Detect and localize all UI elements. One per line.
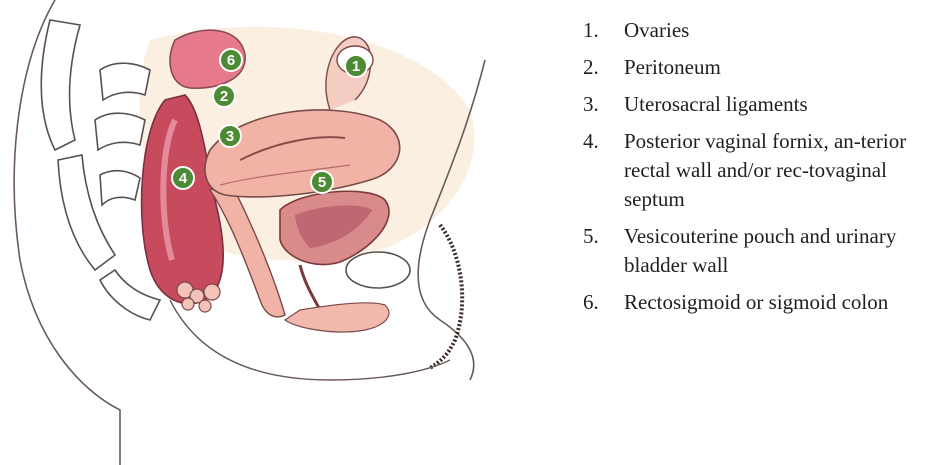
legend-item-label: Ovaries [624, 16, 923, 45]
marker-6-label: 6 [227, 52, 235, 69]
legend-item-number: 6. [583, 288, 624, 317]
legend-list: 1. Ovaries 2. Peritoneum 3. Uterosacral … [583, 16, 923, 325]
legend-item-number: 5. [583, 222, 624, 251]
marker-1-label: 1 [352, 58, 360, 75]
legend-item-label: Vesicouterine pouch and urinary bladder … [624, 222, 923, 280]
urethra [300, 265, 320, 310]
legend-item-number: 1. [583, 16, 624, 45]
marker-6: 6 [220, 49, 242, 71]
legend-item-number: 3. [583, 90, 624, 119]
marker-2: 2 [213, 85, 235, 107]
marker-4-label: 4 [179, 170, 188, 187]
pubic-symphysis [346, 252, 410, 288]
legend-item-peritoneum: 2. Peritoneum [583, 53, 923, 82]
marker-3-label: 3 [226, 128, 234, 145]
labia [285, 303, 389, 332]
legend-item-uterosacral-ligaments: 3. Uterosacral ligaments [583, 90, 923, 119]
marker-3: 3 [219, 125, 241, 147]
legend-item-rectosigmoid-colon: 6. Rectosigmoid or sigmoid colon [583, 288, 923, 317]
legend-item-label: Uterosacral ligaments [624, 90, 923, 119]
marker-2-label: 2 [220, 88, 228, 105]
pubic-hair [430, 225, 462, 368]
pelvic-anatomy-illustration: 1 2 3 4 5 6 [0, 0, 540, 465]
legend-item-label: Peritoneum [624, 53, 923, 82]
marker-4: 4 [172, 167, 194, 189]
legend-item-number: 2. [583, 53, 624, 82]
sacrum [41, 20, 160, 320]
legend-item-label: Rectosigmoid or sigmoid colon [624, 288, 923, 317]
legend-item-vesicouterine-pouch: 5. Vesicouterine pouch and urinary bladd… [583, 222, 923, 280]
legend-item-label: Posterior vaginal fornix, an-terior rect… [624, 127, 923, 214]
legend-item-ovaries: 1. Ovaries [583, 16, 923, 45]
marker-1: 1 [345, 55, 367, 77]
legend-item-posterior-vaginal-fornix: 4. Posterior vaginal fornix, an-terior r… [583, 127, 923, 214]
marker-5-label: 5 [318, 174, 326, 191]
marker-5: 5 [311, 171, 333, 193]
legend-item-number: 4. [583, 127, 624, 156]
